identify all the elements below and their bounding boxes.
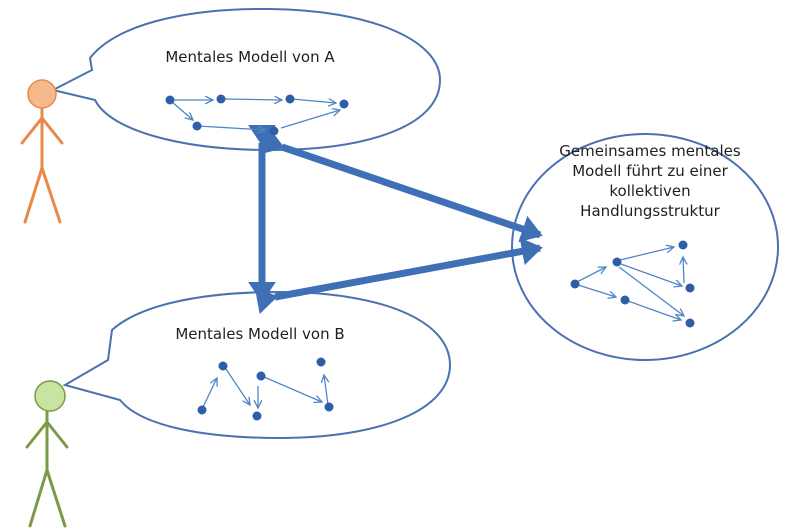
network-shared-nodes [570, 240, 695, 328]
speech-bubble-a [50, 7, 442, 152]
speech-bubble-b [62, 290, 452, 440]
arrow-a-shared [260, 127, 543, 243]
shared-text-line: Modell führt zu einer [572, 162, 728, 180]
network-b [202, 368, 328, 408]
model-b-title: Mentales Modell von B [175, 325, 345, 343]
model-a-title: Mentales Modell von A [165, 48, 335, 66]
person-a-head [27, 79, 57, 109]
arrow-b-shared [254, 237, 543, 315]
connection-arrows [248, 124, 543, 315]
shared-text-line: Handlungsstruktur [580, 202, 720, 220]
shared-text-line: Gemeinsames mentales [559, 142, 741, 160]
network-a [171, 99, 340, 130]
person-b-head [34, 380, 66, 412]
network-a-nodes [165, 94, 349, 136]
person-b-figure [25, 380, 69, 528]
person-a-figure [20, 79, 64, 224]
shared-model-text: Gemeinsames mentales Modell führt zu ein… [540, 141, 760, 221]
network-b-nodes [197, 357, 334, 421]
shared-text-line: kollektiven [609, 182, 691, 200]
network-shared [576, 247, 684, 320]
